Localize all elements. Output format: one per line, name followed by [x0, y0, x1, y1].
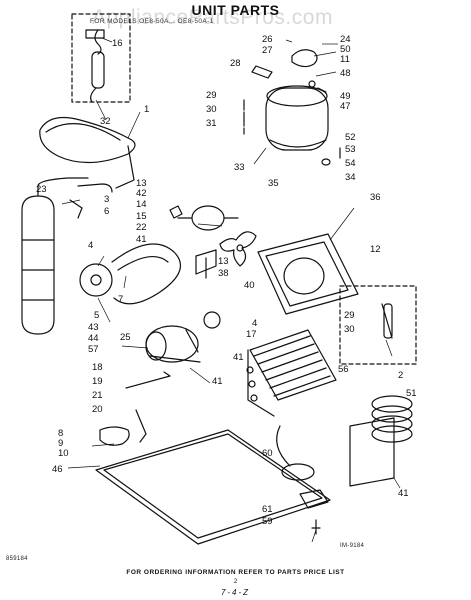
callout-49: 49: [340, 91, 351, 102]
condenser-shroud: [257, 233, 359, 315]
drain-tube: [99, 426, 130, 446]
callout-44: 44: [88, 333, 99, 344]
callout-41-d: 41: [398, 488, 409, 499]
callout-36: 36: [370, 192, 381, 203]
callout-48: 48: [340, 68, 351, 79]
fan-blade: [219, 231, 257, 267]
callout-17: 17: [246, 329, 257, 340]
page-number: 2: [233, 579, 238, 585]
callout-47: 47: [340, 101, 351, 112]
callout-61: 61: [262, 504, 273, 515]
callout-59: 59: [262, 516, 273, 527]
tube-loop: [39, 117, 136, 164]
condenser-coil: [249, 329, 337, 401]
callout-1: 1: [144, 104, 149, 115]
callout-6: 6: [104, 206, 109, 217]
callout-18: 18: [92, 362, 103, 373]
callout-28: 28: [230, 58, 241, 69]
callout-11: 11: [340, 54, 350, 65]
base-pan: [95, 429, 331, 545]
callout-57: 57: [88, 344, 99, 355]
callout-41-c: 41: [233, 352, 244, 363]
callout-25: 25: [120, 332, 131, 343]
drive-belt: [111, 243, 182, 305]
fan-motor: [191, 205, 225, 231]
left-code: 859184: [6, 556, 28, 562]
callout-27: 27: [262, 45, 273, 56]
callout-16: 16: [112, 38, 123, 49]
callout-51: 51: [406, 388, 417, 399]
page-subtitle: FOR MODELS OE8-50A... OE8-50A-1: [90, 18, 214, 25]
valve-ring: [281, 463, 315, 481]
drawing-code: IM-9184: [340, 543, 365, 549]
callout-30: 30: [206, 104, 217, 115]
motor-pulley: [79, 263, 113, 297]
callout-53: 53: [345, 144, 356, 155]
callout-32: 32: [100, 116, 111, 127]
callout-34: 34: [345, 172, 356, 183]
callout-38: 38: [218, 268, 229, 279]
page-mark: 7-4-Z: [220, 588, 251, 597]
callout-13: 13: [136, 178, 147, 189]
callout-21: 21: [92, 390, 103, 401]
callout-15: 15: [136, 211, 147, 222]
callout-5: 5: [94, 310, 99, 321]
inset-box-16: [71, 13, 131, 103]
page-title: UNIT PARTS: [191, 2, 280, 18]
callout-46: 46: [52, 464, 63, 475]
inset-box-2: [339, 285, 417, 365]
callout-29-b: 29: [344, 310, 355, 321]
callout-9: 9: [58, 438, 63, 449]
callout-41-b: 41: [212, 376, 223, 387]
callout-50: 50: [340, 44, 351, 55]
thermostat-part: [91, 51, 105, 89]
callout-42: 42: [136, 188, 147, 199]
callout-4-a: 4: [88, 240, 93, 251]
accumulator: [21, 195, 55, 335]
valve-body: [299, 489, 329, 509]
callout-23: 23: [36, 184, 47, 195]
ordering-footer: FOR ORDERING INFORMATION REFER TO PARTS …: [126, 569, 345, 576]
callout-35: 35: [268, 178, 279, 189]
callout-52: 52: [345, 132, 356, 143]
callout-31: 31: [206, 118, 217, 129]
callout-10: 10: [58, 448, 69, 459]
callout-33: 33: [234, 162, 245, 173]
callout-54: 54: [345, 158, 356, 169]
callout-14: 14: [136, 199, 147, 210]
callout-29: 29: [206, 90, 217, 101]
callout-43: 43: [88, 322, 99, 333]
callout-4-b: 4: [252, 318, 257, 329]
callout-8: 8: [58, 428, 63, 439]
callout-22: 22: [136, 222, 147, 233]
callout-24: 24: [340, 34, 351, 45]
callout-60: 60: [262, 448, 273, 459]
callout-40: 40: [244, 280, 255, 291]
compressor: [265, 87, 329, 151]
callout-20: 20: [92, 404, 103, 415]
evaporator-coil: [349, 417, 395, 487]
callout-41-a: 41: [136, 234, 147, 245]
callout-26: 26: [262, 34, 273, 45]
callout-3: 3: [104, 194, 109, 205]
callout-56: 56: [338, 364, 349, 375]
callout-13-b: 13: [218, 256, 229, 267]
callout-12: 12: [370, 244, 381, 255]
callout-7: 7: [118, 294, 123, 305]
callout-2: 2: [398, 370, 403, 381]
callout-30-b: 30: [344, 324, 355, 335]
callout-19: 19: [92, 376, 103, 387]
